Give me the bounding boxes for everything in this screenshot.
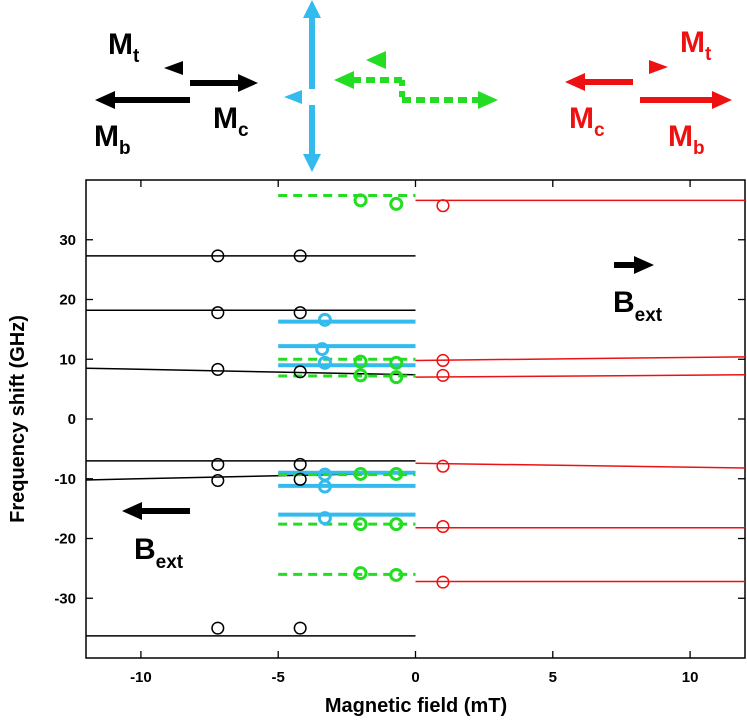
y-tick-label: 20 bbox=[59, 292, 76, 309]
green-data-point bbox=[353, 566, 368, 581]
bext-label-left: Bext bbox=[134, 533, 184, 573]
cyan-data-point bbox=[317, 511, 332, 526]
cyan-down-arrow-head bbox=[303, 154, 321, 172]
bext-arrow-right-head bbox=[634, 256, 654, 274]
black-mode-line bbox=[86, 367, 416, 376]
black-data-point bbox=[211, 457, 225, 471]
mb-arrow-head-right bbox=[712, 91, 732, 109]
mt-arrow-left bbox=[164, 61, 183, 75]
mb-arrow-head-left bbox=[95, 91, 115, 109]
cyan-small-arrow bbox=[284, 90, 302, 104]
y-tick-label: 30 bbox=[59, 232, 76, 249]
cyan-up-arrow-head bbox=[303, 0, 321, 18]
left-state-diagram: Mt Mb Mc bbox=[94, 28, 258, 159]
y-tick-label: -10 bbox=[54, 471, 76, 488]
red-data-point bbox=[436, 353, 450, 367]
red-data-point bbox=[436, 575, 450, 589]
y-tick-label: -20 bbox=[54, 531, 76, 548]
x-tick-label: 0 bbox=[411, 669, 419, 686]
mc-arrow-head-right bbox=[565, 73, 585, 91]
green-data-point bbox=[389, 517, 404, 532]
y-tick-label: 0 bbox=[68, 411, 76, 428]
mt-label-right: Mt bbox=[680, 26, 712, 65]
cyan-data-point bbox=[317, 355, 332, 370]
green-data-point bbox=[389, 196, 404, 211]
mc-label-left: Mc bbox=[213, 102, 249, 141]
mb-label-left: Mb bbox=[94, 120, 131, 159]
green-data-point bbox=[353, 368, 368, 383]
green-data-point bbox=[353, 466, 368, 481]
black-data-point bbox=[293, 306, 307, 320]
axis-ticks: -10 -5 0 5 10 30 20 10 0 -10 -20 -30 bbox=[54, 180, 745, 686]
cyan-state-diagram bbox=[284, 0, 321, 172]
series-points bbox=[211, 193, 450, 635]
mt-arrow-right bbox=[649, 60, 668, 74]
x-tick-label: 10 bbox=[682, 669, 699, 686]
cyan-data-point bbox=[317, 312, 332, 327]
red-data-point bbox=[436, 368, 450, 382]
red-data-point bbox=[436, 459, 450, 473]
red-data-point bbox=[436, 520, 450, 534]
green-data-point bbox=[353, 354, 368, 369]
green-data-point bbox=[389, 567, 404, 582]
mb-label-right: Mb bbox=[668, 120, 705, 159]
black-data-point bbox=[211, 249, 225, 263]
red-mode-line bbox=[415, 462, 745, 469]
black-data-point bbox=[211, 306, 225, 320]
black-data-point bbox=[293, 472, 307, 486]
bext-annotation-left: Bext bbox=[122, 502, 190, 573]
green-data-point bbox=[389, 355, 404, 370]
cyan-data-point bbox=[317, 479, 332, 494]
cyan-data-point bbox=[315, 342, 330, 357]
black-data-point bbox=[293, 621, 307, 635]
bext-annotation-right: Bext bbox=[613, 256, 663, 326]
black-data-point bbox=[211, 621, 225, 635]
green-right-arrow-head bbox=[478, 91, 498, 109]
green-data-point bbox=[353, 193, 368, 208]
black-data-point bbox=[293, 365, 307, 379]
green-small-arrow bbox=[366, 51, 386, 69]
black-data-point bbox=[293, 457, 307, 471]
x-tick-label: -5 bbox=[272, 669, 285, 686]
x-tick-label: 5 bbox=[549, 669, 557, 686]
x-tick-label: -10 bbox=[130, 669, 152, 686]
red-mode-line bbox=[415, 356, 745, 362]
bext-label-right: Bext bbox=[613, 286, 663, 326]
red-mode-line bbox=[415, 374, 745, 378]
black-data-point bbox=[211, 473, 225, 488]
black-data-point bbox=[293, 249, 307, 263]
green-data-point bbox=[353, 517, 368, 532]
green-data-point bbox=[389, 370, 404, 385]
mt-label-left: Mt bbox=[108, 28, 140, 67]
right-state-diagram: Mt Mc Mb bbox=[565, 26, 732, 159]
green-data-point bbox=[389, 466, 404, 481]
y-tick-label: -30 bbox=[54, 590, 76, 607]
mc-arrow-head-left bbox=[238, 74, 258, 92]
black-data-point bbox=[211, 362, 225, 376]
plot-frame bbox=[85, 179, 746, 659]
green-state-diagram bbox=[334, 51, 498, 109]
y-tick-label: 10 bbox=[59, 351, 76, 368]
mc-label-right: Mc bbox=[569, 102, 605, 141]
red-data-point bbox=[436, 199, 450, 213]
x-axis-title: Magnetic field (mT) bbox=[325, 695, 507, 717]
state-diagrams: Mt Mb Mc Mt bbox=[94, 0, 732, 172]
y-axis-title: Frequency shift (GHz) bbox=[7, 315, 29, 523]
bext-arrow-left-head bbox=[122, 502, 142, 520]
green-left-arrow-head bbox=[334, 71, 354, 89]
